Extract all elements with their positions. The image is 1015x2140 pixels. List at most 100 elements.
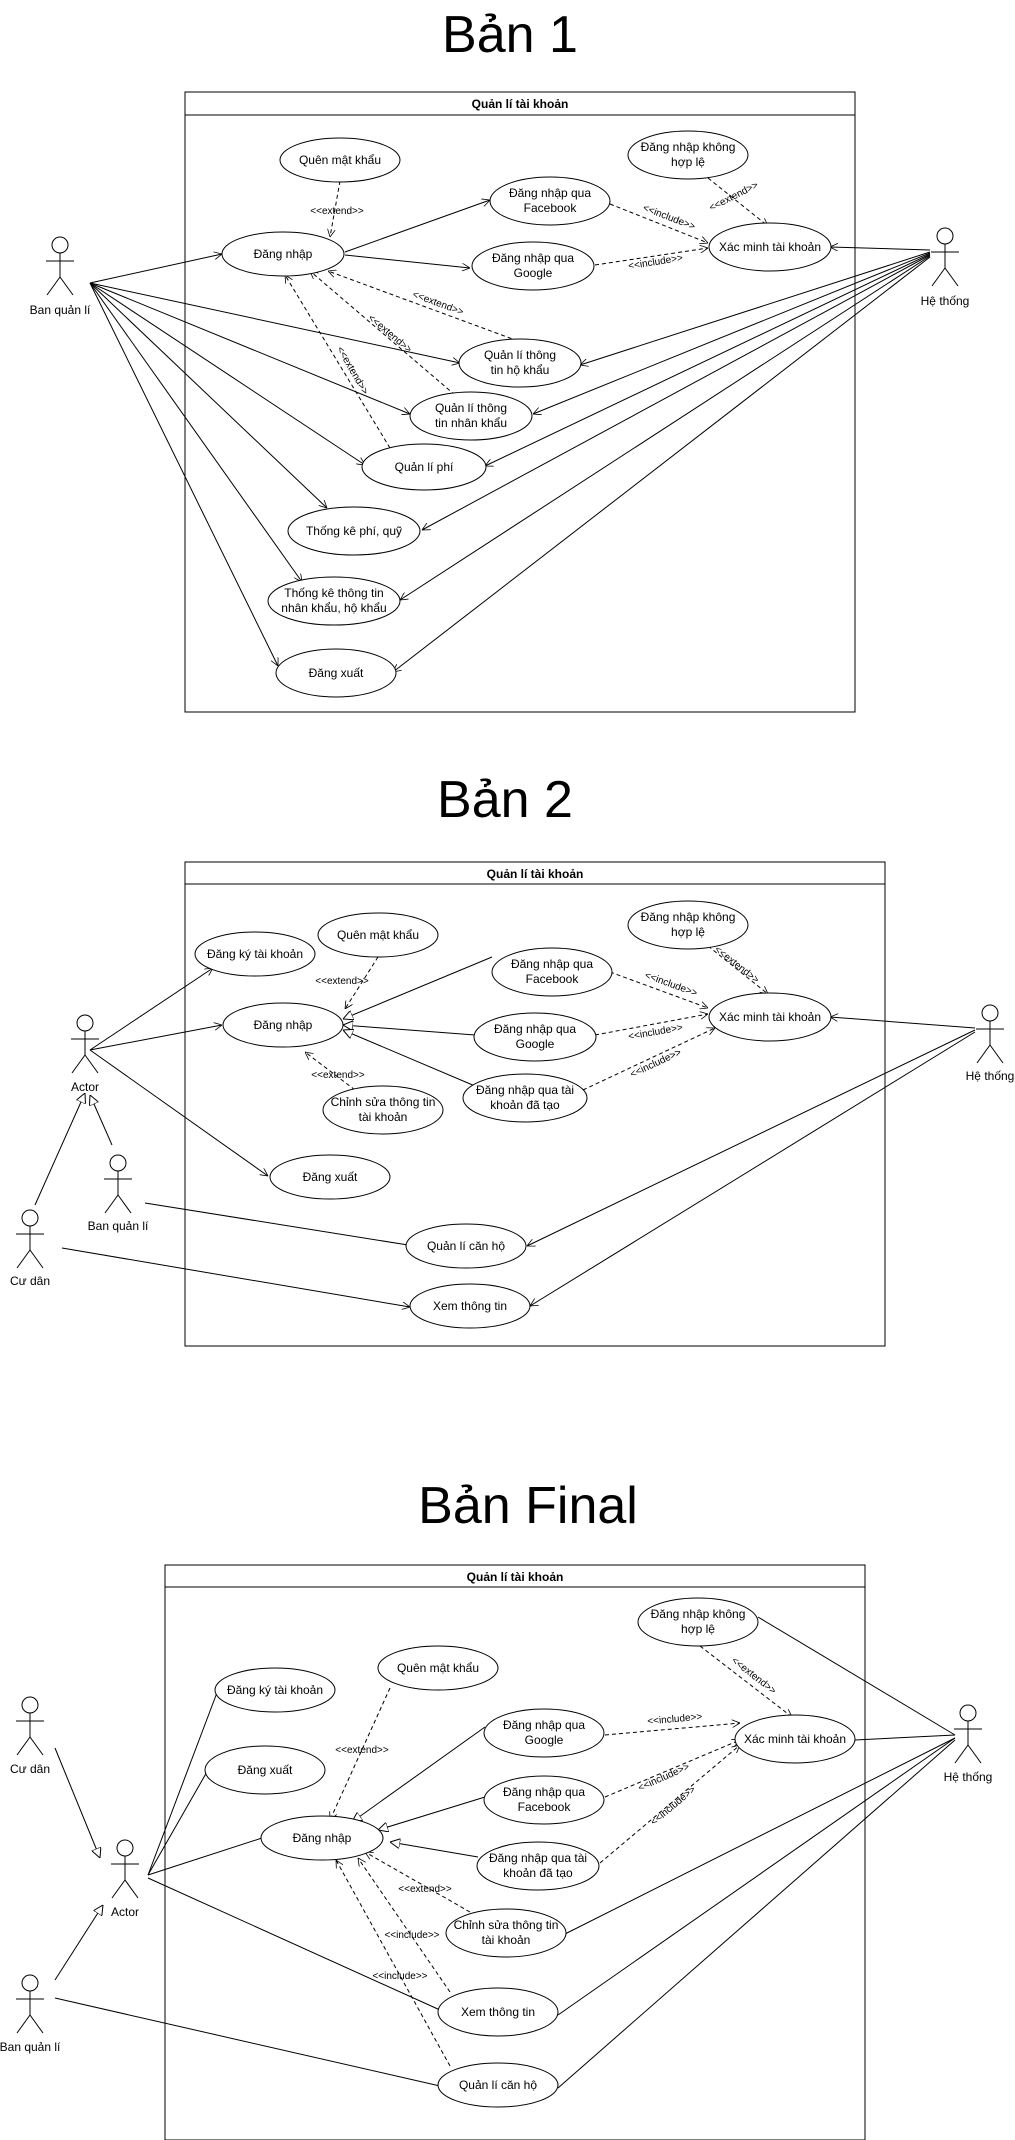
stick-figure-icon xyxy=(954,1704,982,1764)
system-boundary: Quản lí tài khoản xyxy=(184,861,886,1347)
actor-manager[interactable]: Ban quản lí xyxy=(0,1974,61,2054)
actor-system[interactable]: Hệ thống xyxy=(966,1004,1015,1083)
usecase-forgot-password[interactable]: Quên mật khẩu xyxy=(377,1645,499,1691)
usecase-stats-fees[interactable]: Thống kê phí, quỹ xyxy=(287,506,421,556)
actor-manager[interactable]: Ban quản lí xyxy=(88,1154,149,1233)
usecase-forgot-password[interactable]: Quên mật khẩu xyxy=(317,912,439,958)
svg-text:tin nhân khẩu: tin nhân khẩu xyxy=(435,416,507,430)
usecase-manage-apartment[interactable]: Quản lí căn hộ xyxy=(405,1223,527,1269)
usecase-login-created-account[interactable]: Đăng nhập qua tài khoản đã tạo xyxy=(476,1841,600,1891)
svg-text:Quên mật khẩu: Quên mật khẩu xyxy=(337,928,419,942)
usecase-invalid-login[interactable]: Đăng nhập không hợp lệ xyxy=(637,1597,759,1647)
svg-text:Actor: Actor xyxy=(71,1080,99,1094)
usecase-login[interactable]: Đăng nhập xyxy=(260,1815,384,1861)
usecase-view-info[interactable]: Xem thông tin xyxy=(409,1283,531,1329)
extend-label: <<extend>> xyxy=(315,976,369,987)
svg-text:Xác minh tài khoản: Xác minh tài khoản xyxy=(744,1732,846,1746)
svg-text:Quản lí căn hộ: Quản lí căn hộ xyxy=(459,2078,537,2092)
usecase-verify-account[interactable]: Xác minh tài khoản xyxy=(708,992,832,1042)
svg-text:Đăng nhập: Đăng nhập xyxy=(254,1018,313,1032)
actor-resident[interactable]: Cư dân xyxy=(10,1209,50,1288)
svg-text:Actor: Actor xyxy=(111,1905,139,1919)
extend-label: <<extend>> xyxy=(708,180,761,214)
usecase-verify-account[interactable]: Xác minh tài khoản xyxy=(708,222,832,272)
usecase-manage-residents[interactable]: Quản lí thông tin nhân khẩu xyxy=(409,391,533,441)
usecase-logout[interactable]: Đăng xuất xyxy=(275,648,397,698)
usecase-invalid-login[interactable]: Đăng nhập không hợp lệ xyxy=(627,900,749,950)
svg-text:Thống kê phí, quỹ: Thống kê phí, quỹ xyxy=(306,524,402,538)
usecase-logout[interactable]: Đăng xuất xyxy=(269,1154,391,1200)
svg-text:Chỉnh sửa thông tin: Chỉnh sửa thông tin xyxy=(331,1095,436,1109)
usecase-edit-account[interactable]: Chỉnh sửa thông tin tài khoản xyxy=(445,1908,567,1958)
usecase-verify-account[interactable]: Xác minh tài khoản xyxy=(734,1714,856,1764)
svg-text:Đăng nhập qua: Đăng nhập qua xyxy=(492,251,574,265)
usecase-manage-fees[interactable]: Quản lí phí xyxy=(361,443,487,491)
include-label: <<include>> xyxy=(637,1761,692,1794)
actor-system[interactable]: Hệ thống xyxy=(921,227,970,308)
usecase-manage-apartment[interactable]: Quản lí căn hộ xyxy=(437,2062,559,2108)
usecase-register[interactable]: Đăng ký tài khoản xyxy=(194,931,316,977)
usecase-login-google[interactable]: Đăng nhập qua Google xyxy=(471,241,595,291)
extend-label: <<extend>> xyxy=(712,944,761,986)
svg-text:khoản đã tạo: khoản đã tạo xyxy=(503,1866,573,1880)
include-label: <<include>> xyxy=(372,1971,427,1982)
extend-label: <<extend>> xyxy=(729,1655,778,1697)
usecase-view-info[interactable]: Xem thông tin xyxy=(437,1987,559,2037)
actor-generic[interactable]: Actor xyxy=(111,1839,139,1919)
usecase-login-facebook[interactable]: Đăng nhập qua Facebook xyxy=(483,1775,605,1825)
system-title: Quản lí tài khoản xyxy=(472,97,569,111)
svg-text:khoản đã tạo: khoản đã tạo xyxy=(490,1098,560,1112)
usecase-login-facebook[interactable]: Đăng nhập qua Facebook xyxy=(489,176,611,226)
extend-label: <<extend>> xyxy=(334,345,370,397)
usecase-login-facebook[interactable]: Đăng nhập qua Facebook xyxy=(491,947,613,997)
svg-text:Cư dân: Cư dân xyxy=(10,1274,50,1288)
svg-text:Đăng xuất: Đăng xuất xyxy=(309,666,364,680)
actor-system[interactable]: Hệ thống xyxy=(944,1704,993,1784)
stick-figure-icon xyxy=(931,227,959,287)
extend-label: <<extend>> xyxy=(366,313,414,356)
usecase-forgot-password[interactable]: Quên mật khẩu xyxy=(279,137,401,183)
svg-text:Facebook: Facebook xyxy=(526,972,580,986)
usecase-logout[interactable]: Đăng xuất xyxy=(204,1745,326,1795)
svg-text:Đăng nhập qua: Đăng nhập qua xyxy=(503,1785,585,1799)
svg-text:Facebook: Facebook xyxy=(518,1800,572,1814)
usecase-stats-info[interactable]: Thống kê thông tin nhân khẩu, hộ khẩu xyxy=(267,576,401,626)
usecase-register[interactable]: Đăng ký tài khoản xyxy=(214,1667,336,1713)
svg-text:Quản lí phí: Quản lí phí xyxy=(395,460,454,474)
svg-text:Hệ thống: Hệ thống xyxy=(921,294,970,308)
diagram-2-title: Bản 2 xyxy=(437,771,573,829)
actor-generic[interactable]: Actor xyxy=(71,1014,99,1094)
usecase-login-created-account[interactable]: Đăng nhập qua tài khoản đã tạo xyxy=(462,1073,588,1123)
usecase-manage-household[interactable]: Quản lí thông tin hộ khẩu xyxy=(458,338,582,388)
extend-label: <<extend>> xyxy=(398,1884,452,1895)
actor-resident[interactable]: Cư dân xyxy=(10,1696,50,1776)
stick-figure-icon xyxy=(71,1014,99,1074)
svg-text:Đăng ký tài khoản: Đăng ký tài khoản xyxy=(227,1683,323,1697)
stick-figure-icon xyxy=(16,1974,44,2034)
svg-text:Facebook: Facebook xyxy=(524,201,578,215)
svg-text:Google: Google xyxy=(525,1733,564,1747)
svg-text:Hệ thống: Hệ thống xyxy=(944,1770,993,1784)
svg-text:hợp lệ: hợp lệ xyxy=(681,1622,715,1636)
svg-text:Đăng nhập qua: Đăng nhập qua xyxy=(509,186,591,200)
svg-text:Thống kê thông tin: Thống kê thông tin xyxy=(284,586,383,600)
svg-text:Chỉnh sửa thông tin: Chỉnh sửa thông tin xyxy=(454,1918,559,1932)
usecase-login[interactable]: Đăng nhập xyxy=(221,231,345,277)
svg-text:Đăng xuất: Đăng xuất xyxy=(303,1170,358,1184)
diagram-1: Bản 1 Quản lí tài khoản xyxy=(30,6,970,713)
svg-text:Ban quản lí: Ban quản lí xyxy=(0,2040,61,2054)
usecase-edit-account[interactable]: Chỉnh sửa thông tin tài khoản xyxy=(322,1085,444,1135)
usecase-invalid-login[interactable]: Đăng nhập không hợp lệ xyxy=(627,130,749,180)
svg-text:nhân khẩu, hộ khẩu: nhân khẩu, hộ khẩu xyxy=(281,601,386,615)
svg-text:Đăng nhập: Đăng nhập xyxy=(293,1831,352,1845)
usecase-login-google[interactable]: Đăng nhập qua Google xyxy=(473,1012,597,1062)
svg-text:Google: Google xyxy=(514,266,553,280)
diagram-final: Bản Final Quản lí tài khoản <<exten xyxy=(0,1477,992,2140)
svg-text:Google: Google xyxy=(516,1037,555,1051)
diagram-2: Bản 2 Quản lí tài khoản <<extend>> < xyxy=(10,771,1015,1347)
usecase-login-google[interactable]: Đăng nhập qua Google xyxy=(483,1708,605,1758)
actor-manager[interactable]: Ban quản lí xyxy=(30,236,91,317)
system-boundary: Quản lí tài khoản xyxy=(184,91,856,713)
svg-text:Đăng nhập qua: Đăng nhập qua xyxy=(503,1718,585,1732)
usecase-login[interactable]: Đăng nhập xyxy=(222,1002,344,1048)
